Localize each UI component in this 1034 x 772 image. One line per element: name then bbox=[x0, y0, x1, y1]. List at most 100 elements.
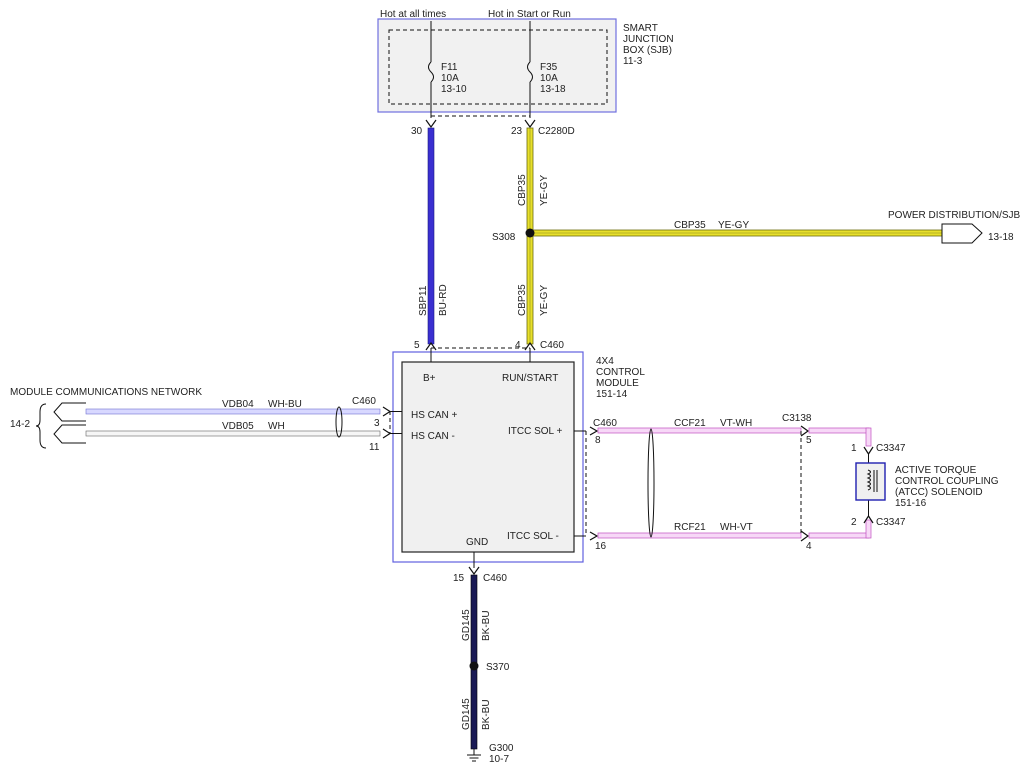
control-module-4x4: 5 4 C460 B+ RUN/START HS CAN + HS CAN - … bbox=[392, 340, 645, 563]
wire-vdb05 bbox=[85, 430, 381, 437]
network-bracket-icon bbox=[35, 403, 47, 449]
module-ref: 151-14 bbox=[596, 389, 628, 400]
module-pin8-chevron-icon bbox=[589, 426, 599, 436]
sbp11-color-label: BU-RD bbox=[438, 284, 449, 316]
fuse-f11-icon bbox=[428, 61, 434, 83]
module-pin-4: 4 bbox=[515, 340, 521, 351]
wire-rcf21-to-solenoid-v bbox=[865, 519, 872, 539]
ground-circuit: 15 C460 GD145 BK-BU S370 GD145 BK-BU G30… bbox=[453, 552, 514, 765]
gd145-upper-circuit-label: GD145 bbox=[461, 609, 472, 641]
c2280d-pin30-chevron-icon bbox=[425, 119, 437, 129]
c3138-pin-4: 4 bbox=[806, 541, 812, 552]
module-inner-box bbox=[401, 361, 575, 553]
module-title-line2: CONTROL bbox=[596, 367, 645, 378]
c2280d-label: C2280D bbox=[538, 126, 575, 137]
vdb04-connector-icon bbox=[53, 402, 86, 422]
module-pin-16: 16 bbox=[595, 541, 607, 552]
atcc-ref: 151-16 bbox=[895, 498, 927, 509]
module-left-connector: C460 bbox=[352, 396, 376, 407]
fuse-f35-rating: 10A bbox=[540, 73, 558, 84]
splice-s308-dot bbox=[525, 228, 535, 238]
gd145-lower-circuit-label: GD145 bbox=[461, 698, 472, 730]
wire-ccf21 bbox=[597, 427, 802, 434]
sjb-title-line1: SMART bbox=[623, 23, 658, 34]
module-pin3-chevron-icon bbox=[382, 406, 392, 417]
fuse-f35-icon bbox=[527, 61, 533, 83]
vdb04-circuit-label: VDB04 bbox=[222, 399, 254, 410]
atcc-title-line2: CONTROL COUPLING bbox=[895, 476, 999, 487]
c2280d-pin23-chevron-icon bbox=[524, 119, 536, 129]
smart-junction-box: Hot at all times Hot in Start or Run SMA… bbox=[377, 9, 674, 137]
fuse-f11-rating: 10A bbox=[441, 73, 459, 84]
c3138-label: C3138 bbox=[782, 413, 812, 424]
wire-rcf21-to-solenoid-h bbox=[808, 532, 870, 539]
c3347-label-2: C3347 bbox=[876, 517, 906, 528]
module-pin-run-start: RUN/START bbox=[502, 373, 558, 384]
fuse-f11-name: F11 bbox=[441, 62, 458, 73]
atcc-title-line3: (ATCC) SOLENOID bbox=[895, 487, 983, 498]
ground-ref: 10-7 bbox=[489, 754, 509, 765]
module-pin-hscan-minus: HS CAN - bbox=[411, 431, 455, 442]
ccf21-circuit-label: CCF21 bbox=[674, 418, 706, 429]
module-right-connector: C460 bbox=[593, 418, 617, 429]
fuse-f11-ref: 13-10 bbox=[441, 84, 467, 95]
cbp35-pd-circuit-label: CBP35 bbox=[674, 220, 706, 231]
gd145-upper-color-label: BK-BU bbox=[481, 610, 492, 641]
module-pin-hscan-plus: HS CAN + bbox=[411, 410, 458, 421]
network-ref: 14-2 bbox=[10, 419, 30, 430]
module-pin-itcc-plus: ITCC SOL + bbox=[508, 426, 563, 437]
module-pin-3: 3 bbox=[374, 418, 380, 429]
c3347-pin-1: 1 bbox=[851, 443, 857, 454]
sjb-outer-box bbox=[377, 18, 617, 113]
module-pin-11: 11 bbox=[369, 442, 380, 453]
vdb05-circuit-label: VDB05 bbox=[222, 421, 254, 432]
module-pin-bplus: B+ bbox=[423, 373, 436, 384]
cbp35-pd-color-label: YE-GY bbox=[718, 220, 749, 231]
wire-ccf21-to-solenoid-v bbox=[865, 427, 872, 447]
wire-cbp35-horizontal: S308 CBP35 YE-GY POWER DISTRIBUTION/SJB … bbox=[492, 210, 1021, 244]
module-pin5-chevron-icon bbox=[425, 341, 437, 351]
vdb05-color-label: WH bbox=[268, 421, 285, 432]
sjb-ref: 11-3 bbox=[623, 56, 643, 67]
module-pin-5: 5 bbox=[414, 340, 420, 351]
sjb-title-line3: BOX (SJB) bbox=[623, 45, 672, 56]
module-pin15-chevron-icon bbox=[468, 566, 480, 576]
fuse-f35-name: F35 bbox=[540, 62, 558, 73]
gd145-lower-color-label: BK-BU bbox=[481, 699, 492, 730]
sjb-inner-dashed-box bbox=[388, 29, 608, 105]
c3347-label-1: C3347 bbox=[876, 443, 906, 454]
cbp35-upper-circuit-label: CBP35 bbox=[517, 174, 528, 206]
module-top-connector: C460 bbox=[540, 340, 564, 351]
c3138-pin5-chevron-icon bbox=[800, 425, 810, 437]
wire-ccf21-to-solenoid-h bbox=[808, 427, 870, 434]
cbp35-lower-circuit-label: CBP35 bbox=[517, 284, 528, 316]
sbp11-circuit-label: SBP11 bbox=[418, 285, 429, 316]
atcc-solenoid-icon bbox=[855, 462, 886, 501]
ground-name: G300 bbox=[489, 743, 514, 754]
twisted-pair-icon bbox=[335, 406, 343, 438]
wire-sbp11: SBP11 BU-RD bbox=[418, 127, 449, 345]
hot-in-start-run-label: Hot in Start or Run bbox=[488, 9, 571, 20]
ccf21-color-label: VT-WH bbox=[720, 418, 752, 429]
itcc-circuit: C460 8 16 CCF21 VT-WH RCF21 WH-VT C3138 … bbox=[574, 413, 999, 552]
rcf21-color-label: WH-VT bbox=[720, 522, 753, 533]
module-title-line3: MODULE bbox=[596, 378, 639, 389]
splice-s308-label: S308 bbox=[492, 232, 516, 243]
rcf21-circuit-label: RCF21 bbox=[674, 522, 706, 533]
module-pin16-chevron-icon bbox=[589, 531, 599, 541]
module-pin-15: 15 bbox=[453, 573, 465, 584]
module-pin11-chevron-icon bbox=[382, 428, 392, 439]
sjb-pin-30: 30 bbox=[411, 126, 423, 137]
module-pin-8: 8 bbox=[595, 435, 601, 446]
sjb-pin-23: 23 bbox=[511, 126, 523, 137]
module-communications-network: MODULE COMMUNICATIONS NETWORK 14-2 VDB04… bbox=[10, 387, 402, 453]
vdb04-color-label: WH-BU bbox=[268, 399, 302, 410]
network-title: MODULE COMMUNICATIONS NETWORK bbox=[10, 387, 202, 398]
c3138-pin-5: 5 bbox=[806, 435, 812, 446]
vdb05-connector-icon bbox=[53, 424, 86, 444]
itcc-twisted-pair-icon bbox=[647, 428, 655, 538]
module-pin-gnd: GND bbox=[466, 537, 488, 548]
power-distribution-connector-icon bbox=[941, 223, 983, 244]
c3347-pin-2: 2 bbox=[851, 517, 857, 528]
wire-rcf21 bbox=[597, 532, 802, 539]
